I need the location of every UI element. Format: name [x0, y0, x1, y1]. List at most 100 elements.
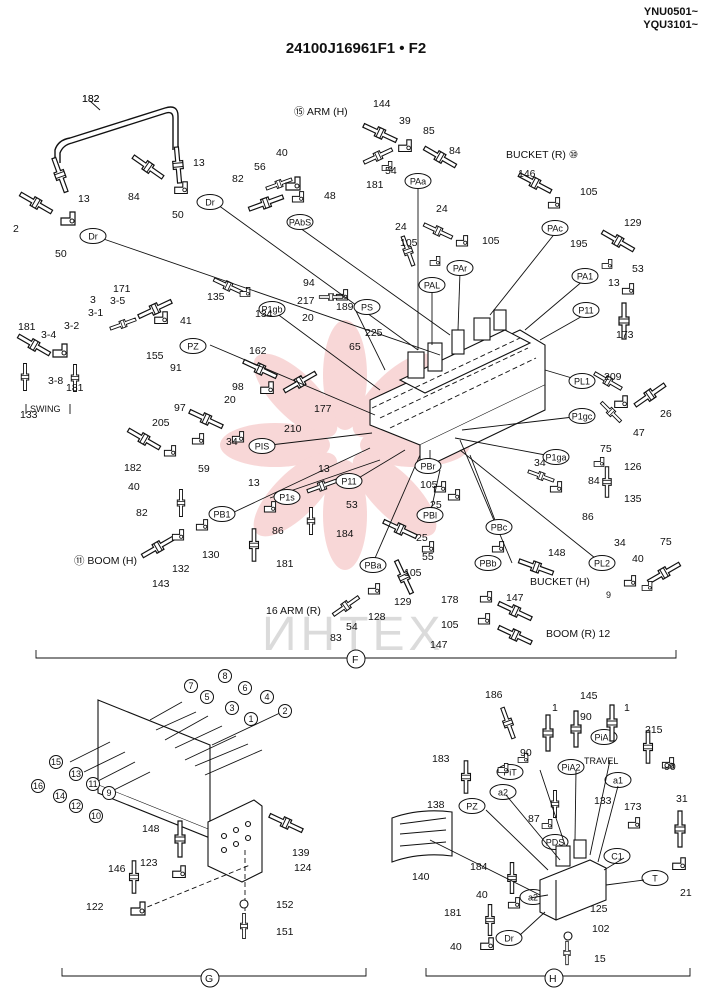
part-number: 173 — [624, 801, 642, 813]
part-number: 184 — [336, 528, 354, 540]
port-label: PBl — [423, 511, 437, 521]
part-number: 54 — [385, 165, 397, 177]
part-number: 13 — [78, 193, 90, 205]
port-label: PIS — [255, 442, 270, 452]
part-number: 122 — [86, 901, 104, 913]
sequence-circle — [89, 809, 103, 823]
callout-swing: SWING — [30, 404, 61, 414]
port-oval: PZ — [458, 798, 486, 814]
sequence-circle — [49, 755, 63, 769]
part-number: 135 — [624, 493, 642, 505]
part-number: 85 — [423, 125, 435, 137]
part-number: 48 — [324, 190, 336, 202]
part-number: 181 — [18, 321, 36, 333]
part-number: 15 — [594, 953, 606, 965]
sequence-circle — [218, 669, 232, 683]
part-number: 138 — [427, 799, 445, 811]
part-number: 82 — [136, 507, 148, 519]
part-number: 3 — [90, 294, 96, 306]
port-label: PBa — [364, 561, 381, 571]
port-oval: P1gb — [258, 301, 286, 317]
port-oval: PBb — [474, 555, 502, 571]
callout-arm-r: 16 ARM (R) — [266, 605, 321, 617]
view-h-marker — [544, 968, 564, 988]
part-number: 147 — [506, 592, 524, 604]
part-number: 13 — [318, 463, 330, 475]
sequence-number: 12 — [71, 801, 81, 811]
part-number: 40 — [632, 553, 644, 565]
part-number: 186 — [485, 689, 503, 701]
part-number: 24 — [395, 221, 407, 233]
part-number: 171 — [113, 283, 131, 295]
port-oval: PB1 — [208, 506, 236, 522]
port-label: P1ga — [545, 453, 566, 463]
sequence-number: 1 — [248, 714, 253, 724]
part-number: 143 — [152, 578, 170, 590]
view-f-marker — [346, 649, 366, 669]
port-oval: P1gc — [568, 408, 596, 424]
part-number: 3-2 — [64, 320, 79, 332]
part-number: 181 — [444, 907, 462, 919]
part-number: 148 — [142, 823, 160, 835]
port-oval: P1s — [273, 489, 301, 505]
sequence-circle — [31, 779, 45, 793]
fittings-group-g — [128, 810, 306, 940]
part-number: 135 — [207, 291, 225, 303]
sequence-circle — [184, 679, 198, 693]
sequence-circle — [225, 701, 239, 715]
part-number: 34 — [614, 537, 626, 549]
leader-lines-h — [429, 759, 645, 936]
part-number: 124 — [294, 862, 312, 874]
port-label: PL2 — [594, 559, 610, 569]
part-number: 181 — [276, 558, 294, 570]
part-number: 24 — [436, 203, 448, 215]
sequence-number: 9 — [106, 788, 111, 798]
part-number: 130 — [202, 549, 220, 561]
part-number: 41 — [180, 315, 192, 327]
port-oval: Dr — [79, 228, 107, 244]
port-label: PB1 — [213, 510, 230, 520]
part-number: 25 — [430, 499, 442, 511]
part-number: 2 — [13, 223, 19, 235]
part-number: 20 — [302, 312, 314, 324]
callouts-f: ⑮ ARM (H) BUCKET (R) ⑩ ⑪ BOOM (H) 16 ARM… — [25, 106, 611, 640]
port-oval: PAc — [541, 220, 569, 236]
part-number: 13 — [248, 477, 260, 489]
part-number: 84 — [588, 475, 600, 487]
part-number: 133 — [20, 409, 38, 421]
port-label: Dr — [504, 934, 514, 944]
port-label: PA1 — [577, 272, 593, 282]
part-number: 181 — [366, 179, 384, 191]
pilot-valve — [391, 810, 607, 921]
sequence-circle — [69, 799, 83, 813]
port-oval: PBa — [359, 557, 387, 573]
part-number: 129 — [394, 596, 412, 608]
port-label: PAbS — [289, 218, 311, 228]
port-oval: PZ — [179, 338, 207, 354]
port-label: PiA2 — [561, 763, 580, 773]
port-oval: T — [641, 870, 669, 886]
part-number: 105 — [482, 235, 500, 247]
valve-block — [369, 309, 546, 471]
sequence-number: 7 — [188, 681, 193, 691]
port-oval: PL1 — [568, 373, 596, 389]
part-number: 133 — [594, 795, 612, 807]
port-oval: PAr — [446, 260, 474, 276]
port-oval: PBl — [416, 507, 444, 523]
part-number: 210 — [284, 423, 302, 435]
part-number: 151 — [276, 926, 294, 938]
port-oval: PAbS — [286, 214, 314, 230]
leader-lines-f — [91, 186, 601, 566]
port-oval: Dr — [495, 930, 523, 946]
callout-bucket-h-number: 9 — [606, 590, 611, 600]
part-number: 217 — [297, 295, 315, 307]
part-number: 84 — [128, 191, 140, 203]
part-number: 50 — [55, 248, 67, 260]
part-number: 144 — [373, 98, 391, 110]
sequence-number: 15 — [51, 757, 61, 767]
part-number: 105 — [420, 479, 438, 491]
port-oval: PL2 — [588, 555, 616, 571]
sequence-circle — [53, 789, 67, 803]
